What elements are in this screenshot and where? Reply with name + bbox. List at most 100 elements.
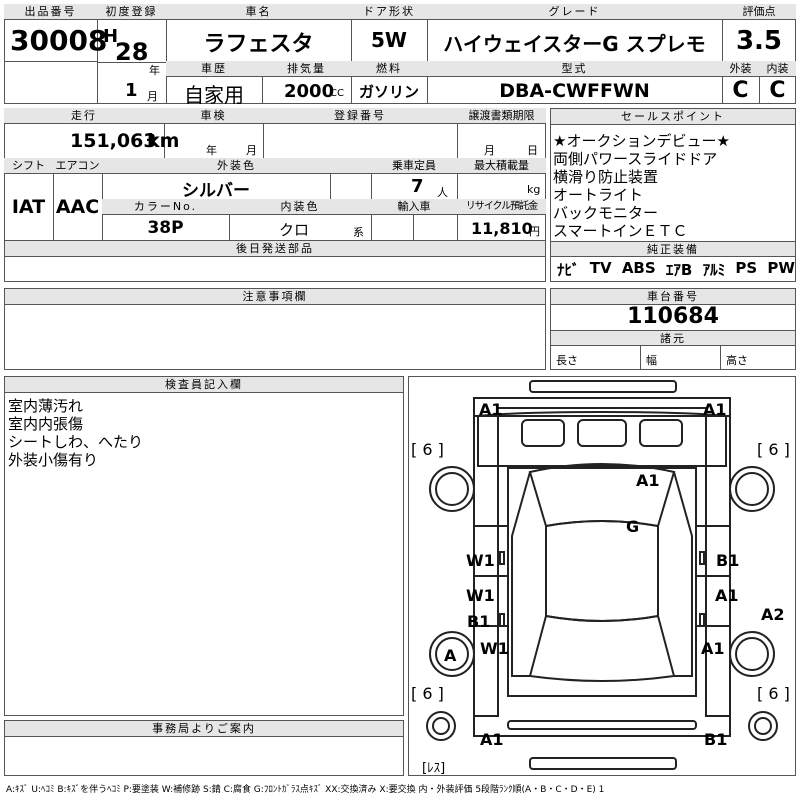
reg-no-cell: 登録番号 — [263, 108, 458, 159]
model: DBA-CWFFWN — [499, 80, 650, 102]
spec-length: 長さ — [556, 354, 578, 367]
fuel-cell: 燃料 ガソリン — [351, 61, 428, 104]
history: 自家用 — [184, 83, 244, 107]
model-cell: 型式 DBA-CWFFWN — [427, 61, 723, 104]
damage-mark: A1 — [479, 400, 503, 419]
capacity-label: 乗車定員 — [371, 158, 457, 174]
inspector-label: 検査員記入欄 — [5, 377, 403, 393]
chassis-number: 110684 — [627, 304, 719, 329]
damage-mark: A1 — [701, 639, 725, 658]
inspector-line: 室内内張傷 — [8, 415, 84, 433]
sales-item: スマートインＥＴＣ — [553, 222, 688, 240]
month-unit: 月 — [147, 90, 158, 103]
equipment-item: ﾅﾋﾞ — [557, 261, 580, 279]
office-label: 事務局よりご案内 — [5, 721, 403, 737]
displacement: 2000 — [284, 81, 335, 102]
damage-mark: A1 — [480, 730, 504, 749]
import-cell: 輸入車 — [371, 199, 458, 241]
mileage-label: 走行 — [4, 108, 164, 124]
notes-block — [4, 288, 546, 370]
transfer-label: 譲渡書類期限 — [457, 108, 546, 124]
damage-mark: A1 — [703, 400, 727, 419]
inspection-year-unit: 年 — [206, 144, 217, 157]
max-load-unit: kg — [527, 183, 541, 196]
car-outline — [426, 380, 778, 770]
equipment-item: PW — [767, 259, 795, 277]
displacement-label: 排気量 — [262, 61, 351, 77]
door-type: 5W — [371, 28, 407, 52]
shift-label: シフト — [4, 158, 53, 174]
lot-label: 出品番号 — [4, 4, 97, 20]
car-diagram — [408, 376, 796, 776]
reg-year: 28 — [115, 38, 149, 66]
equipment-item: ABS — [621, 259, 656, 277]
inspector-line: 外装小傷有り — [8, 451, 99, 469]
sales-item: 横滑り防止装置 — [553, 168, 659, 186]
fuel-label: 燃料 — [351, 61, 427, 77]
capacity-unit: 人 — [437, 186, 448, 199]
score: 3.5 — [735, 26, 783, 56]
tire-depth-rf: [ 6 ] — [757, 440, 790, 459]
chassis-label: 車台番号 — [551, 289, 795, 305]
damage-mark: B1 — [467, 612, 491, 631]
capacity: 7 — [411, 176, 424, 197]
legend: A:ｷｽﾞ U:ﾍｺﾐ B:ｷｽﾞを伴うﾍｺﾐ P:要塗装 W:補修跡 S:錆 … — [6, 785, 605, 795]
chassis-block — [550, 288, 796, 370]
recycle-cell: リサイクル預託金 11,810 円 — [457, 199, 546, 241]
sales-item: オートライト — [553, 186, 644, 204]
sales-item: ★オークションデビュー★ — [553, 132, 730, 150]
exterior-score: C — [732, 78, 749, 103]
int-color-suffix: 系 — [353, 226, 364, 239]
score-label: 評価点 — [722, 4, 796, 20]
max-load-cell: 最大積載量 kg — [457, 158, 546, 200]
spec-width: 幅 — [646, 354, 657, 367]
spare-tire-note: [ﾚｽ] — [422, 761, 446, 776]
year-unit: 年 — [149, 64, 160, 77]
damage-mark: G — [626, 517, 640, 536]
score-cell: 評価点 3.5 — [722, 4, 796, 62]
lot-empty-cell — [4, 61, 98, 104]
color-no-label: カラーNo. — [102, 199, 229, 215]
fuel: ガソリン — [358, 83, 419, 101]
int-color-cell: 内装色 クロ 系 — [229, 199, 372, 241]
ext-color: シルバー — [182, 181, 250, 201]
int-color-label: 内装色 — [229, 199, 371, 215]
sales-label: セールスポイント — [551, 109, 795, 125]
interior-cell: 内装 C — [759, 61, 796, 104]
reg-no-label: 登録番号 — [263, 108, 457, 124]
damage-mark: A1 — [636, 471, 660, 490]
capacity-cell: 乗車定員 7 人 — [371, 158, 458, 200]
car-name-label: 車名 — [166, 4, 351, 20]
recycle-label: リサイクル預託金 — [457, 199, 546, 215]
later-parts-label: 後日発送部品 — [5, 241, 545, 257]
ac-cell: エアコン AAC — [53, 158, 103, 241]
damage-mark: A — [444, 646, 457, 665]
tire-depth-lf: [ 6 ] — [411, 440, 444, 459]
history-cell: 車歴 自家用 — [166, 61, 263, 107]
transfer-month-unit: 月 — [484, 144, 495, 157]
reg-month: 1 — [125, 80, 138, 101]
mileage-cell: 走行 151,063 km — [4, 108, 179, 159]
door-label: ドア形状 — [351, 4, 427, 20]
damage-mark: A1 — [715, 586, 739, 605]
inspector-line: 室内薄汚れ — [8, 397, 84, 415]
notes-label: 注意事項欄 — [5, 289, 545, 305]
ext-color-cell: 外装色 シルバー — [102, 158, 372, 201]
sales-item: バックモニター — [553, 204, 659, 222]
grade: ハイウェイスターG スプレモ — [443, 32, 706, 56]
displacement-cell: 排気量 2000 CC — [262, 61, 352, 104]
equipment-label: 純正装備 — [551, 241, 795, 257]
equipment-item: PS — [735, 259, 758, 277]
import-label: 輸入車 — [371, 199, 457, 215]
equipment-item: ｱﾙﾐ — [702, 261, 726, 279]
era: H — [103, 26, 119, 47]
recycle-unit: 円 — [529, 225, 540, 238]
transfer-cell: 譲渡書類期限 月 日 — [457, 108, 546, 159]
recycle-amount: 11,810 — [471, 219, 533, 238]
shift: IAT — [11, 196, 46, 218]
mileage: 151,063 — [70, 130, 157, 152]
ac: AAC — [55, 196, 100, 218]
first-reg-label: 初度登録 — [97, 4, 166, 20]
ext-color-label: 外装色 — [102, 158, 371, 174]
ac-label: エアコン — [53, 158, 102, 174]
